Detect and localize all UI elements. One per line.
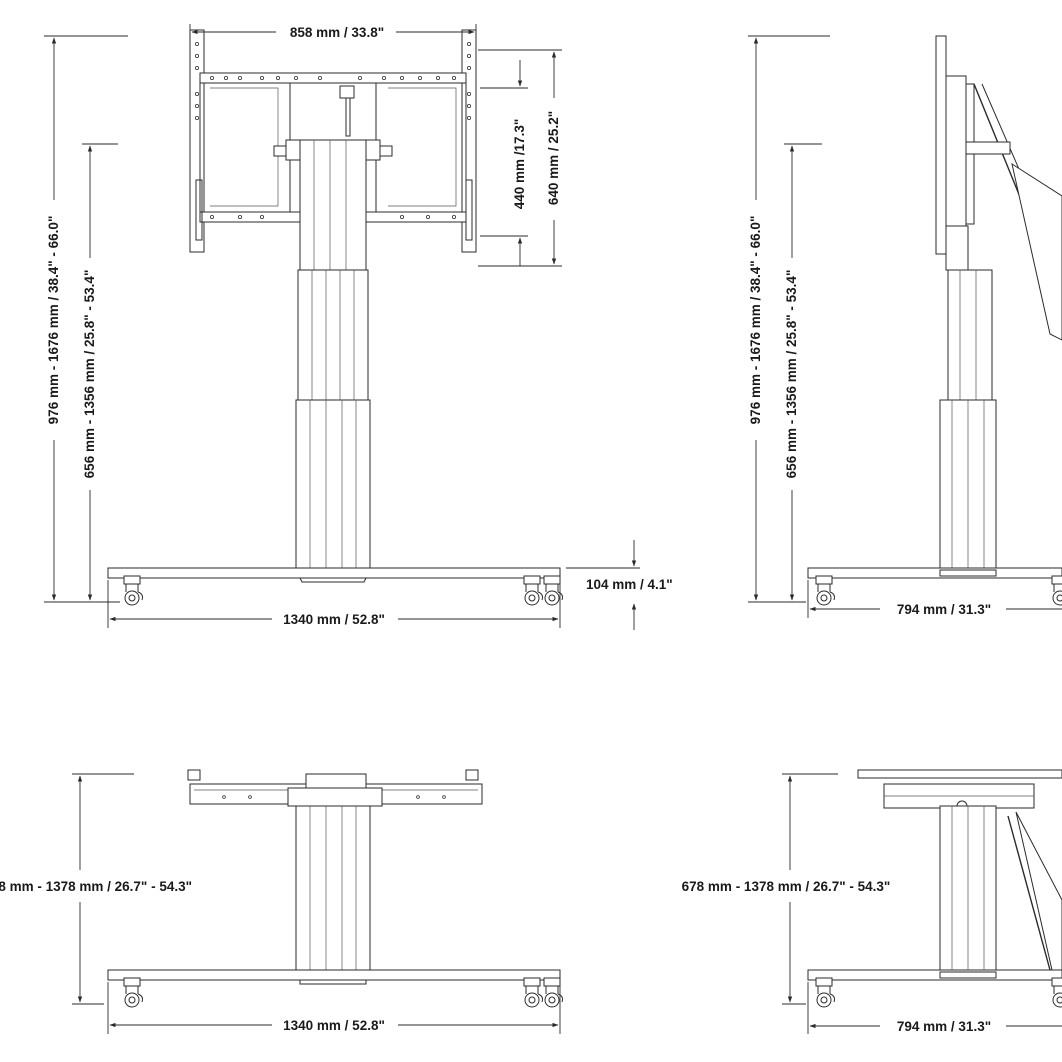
- table-side-base-depth-label: 794 mm / 31.3": [897, 1019, 991, 1034]
- front-column: [273, 139, 393, 569]
- front-vesa-outer-label: 640 mm / 25.2": [546, 111, 561, 205]
- side-total-height-label: 976 mm - 1676 mm / 38.4" - 66.0": [748, 216, 763, 425]
- side-stand-drawing: [807, 35, 1062, 606]
- table-side-drawing: [807, 769, 1062, 1008]
- front-column-height-label: 656 mm - 1356 mm / 25.8" - 53.4": [82, 270, 97, 479]
- side-base-depth-label: 794 mm / 31.3": [897, 602, 991, 617]
- front-total-height-label: 976 mm - 1676 mm / 38.4" - 66.0": [46, 216, 61, 425]
- front-view: 858 mm / 33.8" 976 mm - 1676 mm / 38.4" …: [44, 24, 673, 630]
- table-front-drawing: [107, 769, 563, 1008]
- side-column-height-label: 656 mm - 1356 mm / 25.8" - 53.4": [784, 270, 799, 479]
- table-front-view: 678 mm - 1378 mm / 26.7" - 54.3" 1340 mm…: [0, 769, 563, 1034]
- table-front-base-width-label: 1340 mm / 52.8": [283, 1018, 385, 1033]
- front-dimension-lines: [44, 24, 640, 630]
- side-view: 976 mm - 1676 mm / 38.4" - 66.0" 656 mm …: [748, 35, 1062, 618]
- table-front-height-label: 678 mm - 1378 mm / 26.7" - 54.3": [0, 879, 192, 894]
- table-front-dimension-lines: [72, 773, 561, 1034]
- front-vesa-inner-label: 440 mm /17.3": [512, 119, 527, 209]
- side-dimension-lines: [748, 35, 1062, 618]
- front-mount-width-label: 858 mm / 33.8": [290, 25, 384, 40]
- table-side-view: 678 mm - 1378 mm / 26.7" - 54.3" 794 mm …: [682, 769, 1062, 1034]
- front-base: [107, 567, 563, 606]
- front-base-height-label: 104 mm / 4.1": [586, 577, 673, 592]
- table-side-height-label: 678 mm - 1378 mm / 26.7" - 54.3": [682, 879, 891, 894]
- table-side-dimension-lines: [782, 773, 1062, 1034]
- front-base-width-label: 1340 mm / 52.8": [283, 612, 385, 627]
